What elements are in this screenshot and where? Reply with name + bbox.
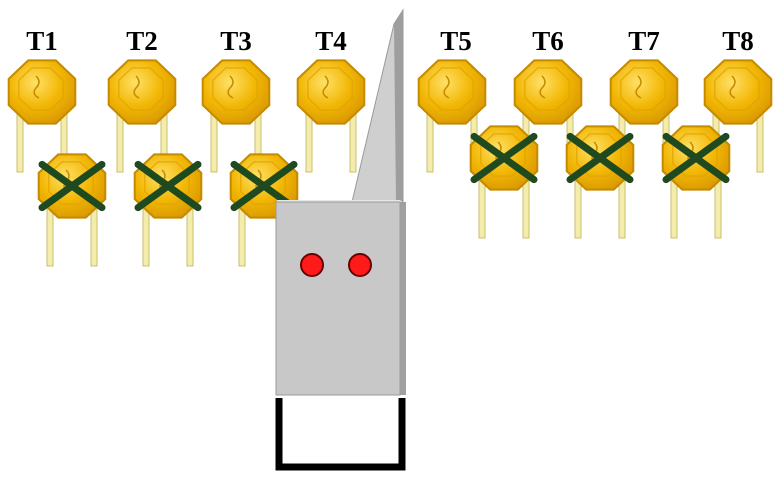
octagon-inner-ring (212, 67, 258, 111)
item-leg (618, 175, 626, 239)
target-label-t4: T4 (315, 26, 347, 56)
device-body (275, 200, 406, 396)
item-leg (16, 109, 24, 173)
target-item-t1 (7, 59, 77, 173)
octagon-inner-ring (307, 67, 353, 111)
item-leg (186, 203, 194, 267)
octagon-inner-ring (18, 67, 64, 111)
target-item-t4 (296, 59, 366, 173)
item-leg (670, 175, 678, 239)
octagon-mark (33, 75, 40, 99)
item-leg (426, 109, 434, 173)
target-label-t2: T2 (126, 26, 158, 56)
item-leg (756, 109, 764, 173)
rejected-item-t2 (133, 153, 203, 267)
octagon-inner-ring (714, 67, 760, 111)
octagon-mark (322, 75, 329, 99)
cross-mark-stroke (662, 132, 730, 184)
device-pointer (351, 8, 404, 203)
target-label-t8: T8 (722, 26, 754, 56)
item-leg (305, 109, 313, 173)
octagon-mark (729, 75, 736, 99)
target-label-t6: T6 (532, 26, 564, 56)
rejected-item-t7 (661, 125, 731, 239)
cross-mark-stroke (566, 132, 634, 184)
octagon-mark (539, 75, 546, 99)
device-base-bracket (275, 398, 406, 471)
target-label-t7: T7 (628, 26, 660, 56)
cross-mark-stroke (230, 160, 298, 212)
cross-mark-stroke (38, 160, 106, 212)
rejected-item-t6 (565, 125, 635, 239)
item-leg (574, 175, 582, 239)
octagon-mark (635, 75, 642, 99)
octagon-mark (133, 75, 140, 99)
item-leg (142, 203, 150, 267)
octagon-inner-ring (118, 67, 164, 111)
target-label-t1: T1 (26, 26, 58, 56)
target-label-t3: T3 (220, 26, 252, 56)
target-item-t3 (201, 59, 271, 173)
octagon-mark (443, 75, 450, 99)
item-leg (46, 203, 54, 267)
rejected-item-t1 (37, 153, 107, 267)
cross-mark-stroke (470, 132, 538, 184)
item-leg (238, 203, 246, 267)
cross-mark-stroke (134, 160, 202, 212)
rejected-item-t5 (469, 125, 539, 239)
item-leg (478, 175, 486, 239)
target-label-t5: T5 (440, 26, 472, 56)
octagon-inner-ring (524, 67, 570, 111)
octagon-mark (227, 75, 234, 99)
item-leg (714, 175, 722, 239)
item-leg (349, 109, 357, 173)
item-leg (116, 109, 124, 173)
octagon-inner-ring (428, 67, 474, 111)
item-leg (522, 175, 530, 239)
item-leg (210, 109, 218, 173)
octagon-inner-ring (620, 67, 666, 111)
indicator-light-right (348, 253, 372, 277)
item-leg (90, 203, 98, 267)
indicator-light-left (300, 253, 324, 277)
